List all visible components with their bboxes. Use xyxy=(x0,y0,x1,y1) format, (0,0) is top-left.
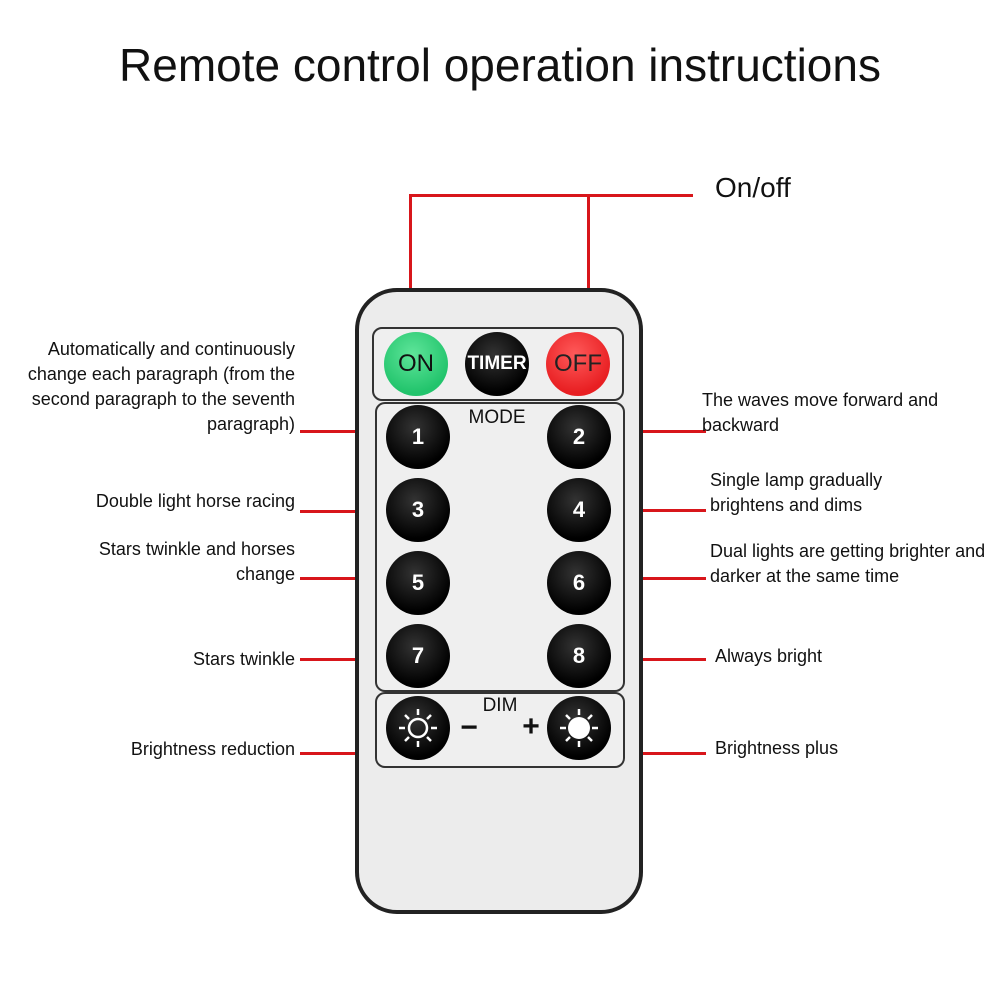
label-mode-6: Dual lights are getting brighter and dar… xyxy=(710,541,986,586)
label-mode-5: Stars twinkle and horses change xyxy=(98,539,295,584)
mode-button-6[interactable]: 6 xyxy=(547,551,611,615)
mode-button-7[interactable]: 7 xyxy=(386,624,450,688)
mode-button-1[interactable]: 1 xyxy=(386,405,450,469)
label-on-off: On/off xyxy=(715,172,791,203)
mode-button-8[interactable]: 8 xyxy=(547,624,611,688)
mode-label: MODE xyxy=(468,407,526,428)
mode-button-5[interactable]: 5 xyxy=(386,551,450,615)
plus-sign: + xyxy=(522,710,540,743)
leader-line xyxy=(300,658,375,661)
label-mode-8: Always bright xyxy=(715,646,823,666)
label-mode-7: Stars twinkle xyxy=(192,649,295,669)
label-mode-1: Automatically and continuously change ea… xyxy=(27,339,295,434)
leader-line xyxy=(587,194,590,326)
leader-line xyxy=(636,658,706,661)
leader-line xyxy=(636,577,706,580)
mode-button-2[interactable]: 2 xyxy=(547,405,611,469)
leader-line xyxy=(409,194,693,197)
label-dim-minus: Brightness reduction xyxy=(130,739,295,759)
minus-sign: − xyxy=(460,711,478,744)
leader-line xyxy=(409,194,412,328)
leader-line xyxy=(300,430,375,433)
sun-outline-icon xyxy=(399,709,437,747)
label-mode-3: Double light horse racing xyxy=(95,491,295,511)
sun-filled-icon xyxy=(560,709,598,747)
label-mode-2: The waves move forward and backward xyxy=(702,390,939,435)
dim-down-button[interactable] xyxy=(386,696,450,760)
diagram-title: Remote control operation instructions xyxy=(119,39,881,91)
label-dim-plus: Brightness plus xyxy=(715,738,839,758)
leader-line xyxy=(636,430,706,433)
leader-line xyxy=(300,577,375,580)
mode-button-4[interactable]: 4 xyxy=(547,478,611,542)
label-mode-4: Single lamp gradually brightens and dims xyxy=(710,470,883,515)
dim-label: DIM xyxy=(482,695,518,716)
mode-button-3[interactable]: 3 xyxy=(386,478,450,542)
timer-button[interactable]: TIMER xyxy=(465,332,529,396)
leader-line xyxy=(300,510,375,513)
on-button[interactable]: ON xyxy=(384,332,448,396)
leader-line xyxy=(300,752,375,755)
off-button[interactable]: OFF xyxy=(546,332,610,396)
leader-line xyxy=(636,752,706,755)
dim-up-button[interactable] xyxy=(547,696,611,760)
leader-line xyxy=(636,509,706,512)
